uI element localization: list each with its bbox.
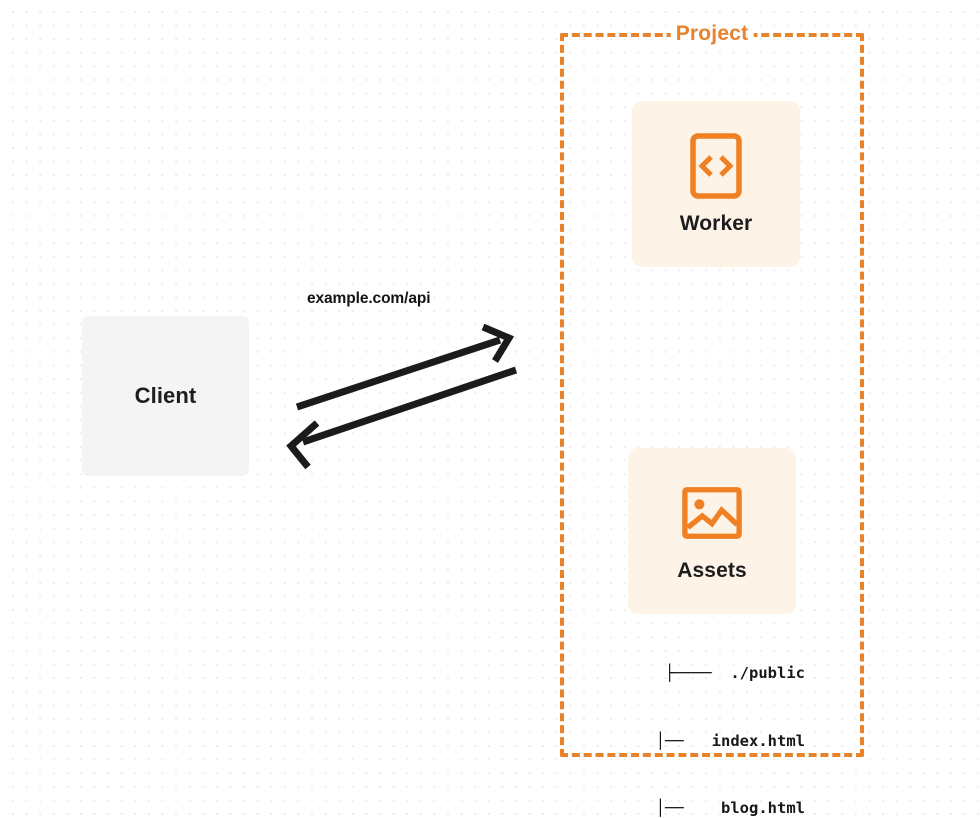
project-group: Project bbox=[560, 22, 864, 757]
client-label: Client bbox=[134, 383, 197, 408]
connection-label: example.com/api bbox=[307, 290, 431, 307]
file-tree-item: │── index.html bbox=[655, 731, 805, 750]
worker-card[interactable]: Worker bbox=[632, 101, 800, 267]
code-brackets-icon bbox=[685, 130, 747, 202]
assets-card-label: Assets bbox=[677, 559, 747, 582]
request-arrow bbox=[295, 323, 515, 411]
response-arrow bbox=[286, 366, 518, 470]
file-tree-root: ├──── ./public bbox=[665, 664, 805, 682]
project-title: Project bbox=[670, 22, 754, 46]
worker-card-label: Worker bbox=[679, 212, 753, 235]
assets-file-tree: ├──── ./public │── index.html │── blog.h… bbox=[600, 617, 805, 818]
client-node[interactable]: Client bbox=[82, 316, 249, 476]
assets-card[interactable]: Assets bbox=[628, 448, 796, 614]
image-icon bbox=[681, 477, 743, 549]
file-tree-item: │── blog.html bbox=[655, 799, 805, 817]
